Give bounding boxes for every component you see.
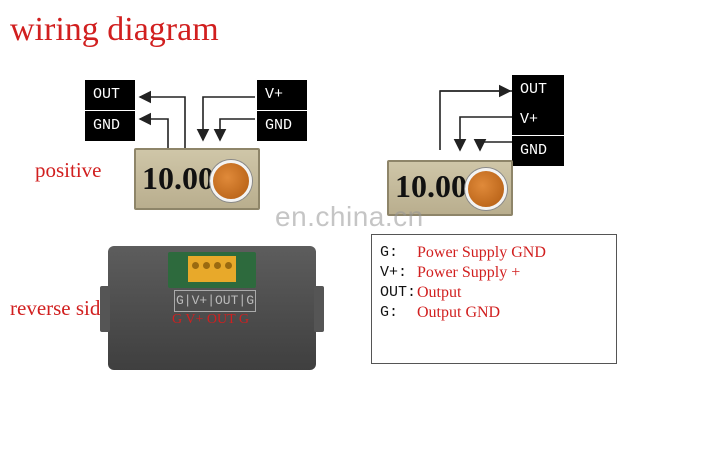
right-tag-gnd: GND — [512, 136, 564, 166]
right-tag-vplus: V+ — [512, 105, 564, 135]
right-gnd-wire — [473, 138, 512, 152]
vplus-wire — [196, 96, 255, 142]
legend-key: G: — [380, 244, 399, 261]
positive-label: positive — [35, 158, 102, 182]
right-tag-out: OUT — [512, 75, 564, 105]
pin-label-engraved: G|V+|OUT|G — [174, 290, 256, 312]
watermark: en.china.cn — [275, 201, 424, 232]
legend-key: G: — [380, 304, 399, 321]
device-rear: G|V+|OUT|G — [100, 246, 324, 370]
meter-front-left: 10.00 — [134, 148, 260, 210]
rear-pcb — [168, 252, 256, 288]
page-title: wiring diagram — [10, 11, 219, 48]
pin-legend: G: Power Supply GND V+: Power Supply + O… — [371, 234, 617, 364]
tag-gnd-output: GND — [85, 111, 135, 141]
tag-vplus: V+ — [257, 80, 307, 110]
right-out-wire — [439, 84, 524, 150]
legend-key: V+: — [380, 264, 408, 281]
display-value: 10.00 — [142, 160, 214, 196]
legend-desc: Output — [417, 284, 462, 301]
gnd-out-wire — [138, 112, 169, 148]
tag-out: OUT — [85, 80, 135, 110]
knob-icon-right — [465, 168, 507, 210]
legend-desc: Power Supply + — [417, 264, 521, 281]
out-wire — [138, 90, 186, 148]
reverse-side-label: reverse side — [10, 296, 110, 320]
knob-icon — [210, 160, 252, 202]
legend-key: OUT: — [380, 284, 417, 301]
mounting-clip-right — [314, 286, 324, 332]
right-vplus-wire — [453, 116, 512, 152]
terminal-block — [188, 256, 236, 282]
pin-label-red: G V+ OUT G — [172, 312, 249, 327]
gnd-supply-wire — [213, 118, 255, 142]
display-value-right: 10.00 — [395, 168, 467, 204]
legend-desc: Output GND — [417, 304, 501, 321]
meter-front-right: 10.00 — [387, 160, 513, 216]
tag-gnd-supply: GND — [257, 111, 307, 141]
legend-desc: Power Supply GND — [417, 244, 546, 261]
mounting-clip-left — [100, 286, 110, 332]
